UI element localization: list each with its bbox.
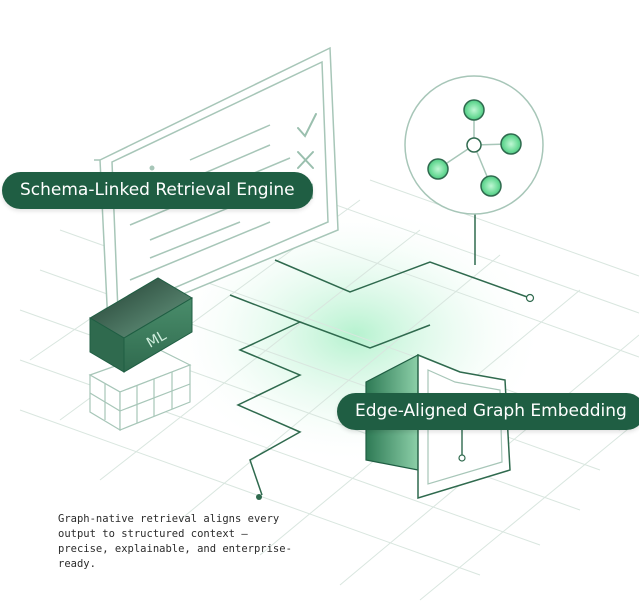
graph-node: [427, 158, 449, 180]
trace-end-node: [525, 293, 535, 303]
network-graph-icon: [404, 75, 544, 215]
circuit-traces: [229, 205, 531, 496]
grid-cube: [88, 349, 192, 432]
caption-text: Graph-native retrieval aligns every outp…: [58, 513, 292, 570]
screen-dot: [149, 165, 155, 171]
trace-end-node: [256, 494, 262, 500]
graph-node: [463, 99, 485, 121]
check-icon: [297, 113, 317, 138]
ml-block: ML: [89, 277, 193, 373]
graph-node: [480, 175, 502, 197]
x-icon: [297, 151, 314, 169]
graph-node: [500, 133, 522, 155]
edge-aligned-graph-embedding-badge: Edge-Aligned Graph Embedding: [337, 393, 639, 430]
schema-linked-retrieval-engine-badge: Schema-Linked Retrieval Engine: [2, 172, 313, 209]
